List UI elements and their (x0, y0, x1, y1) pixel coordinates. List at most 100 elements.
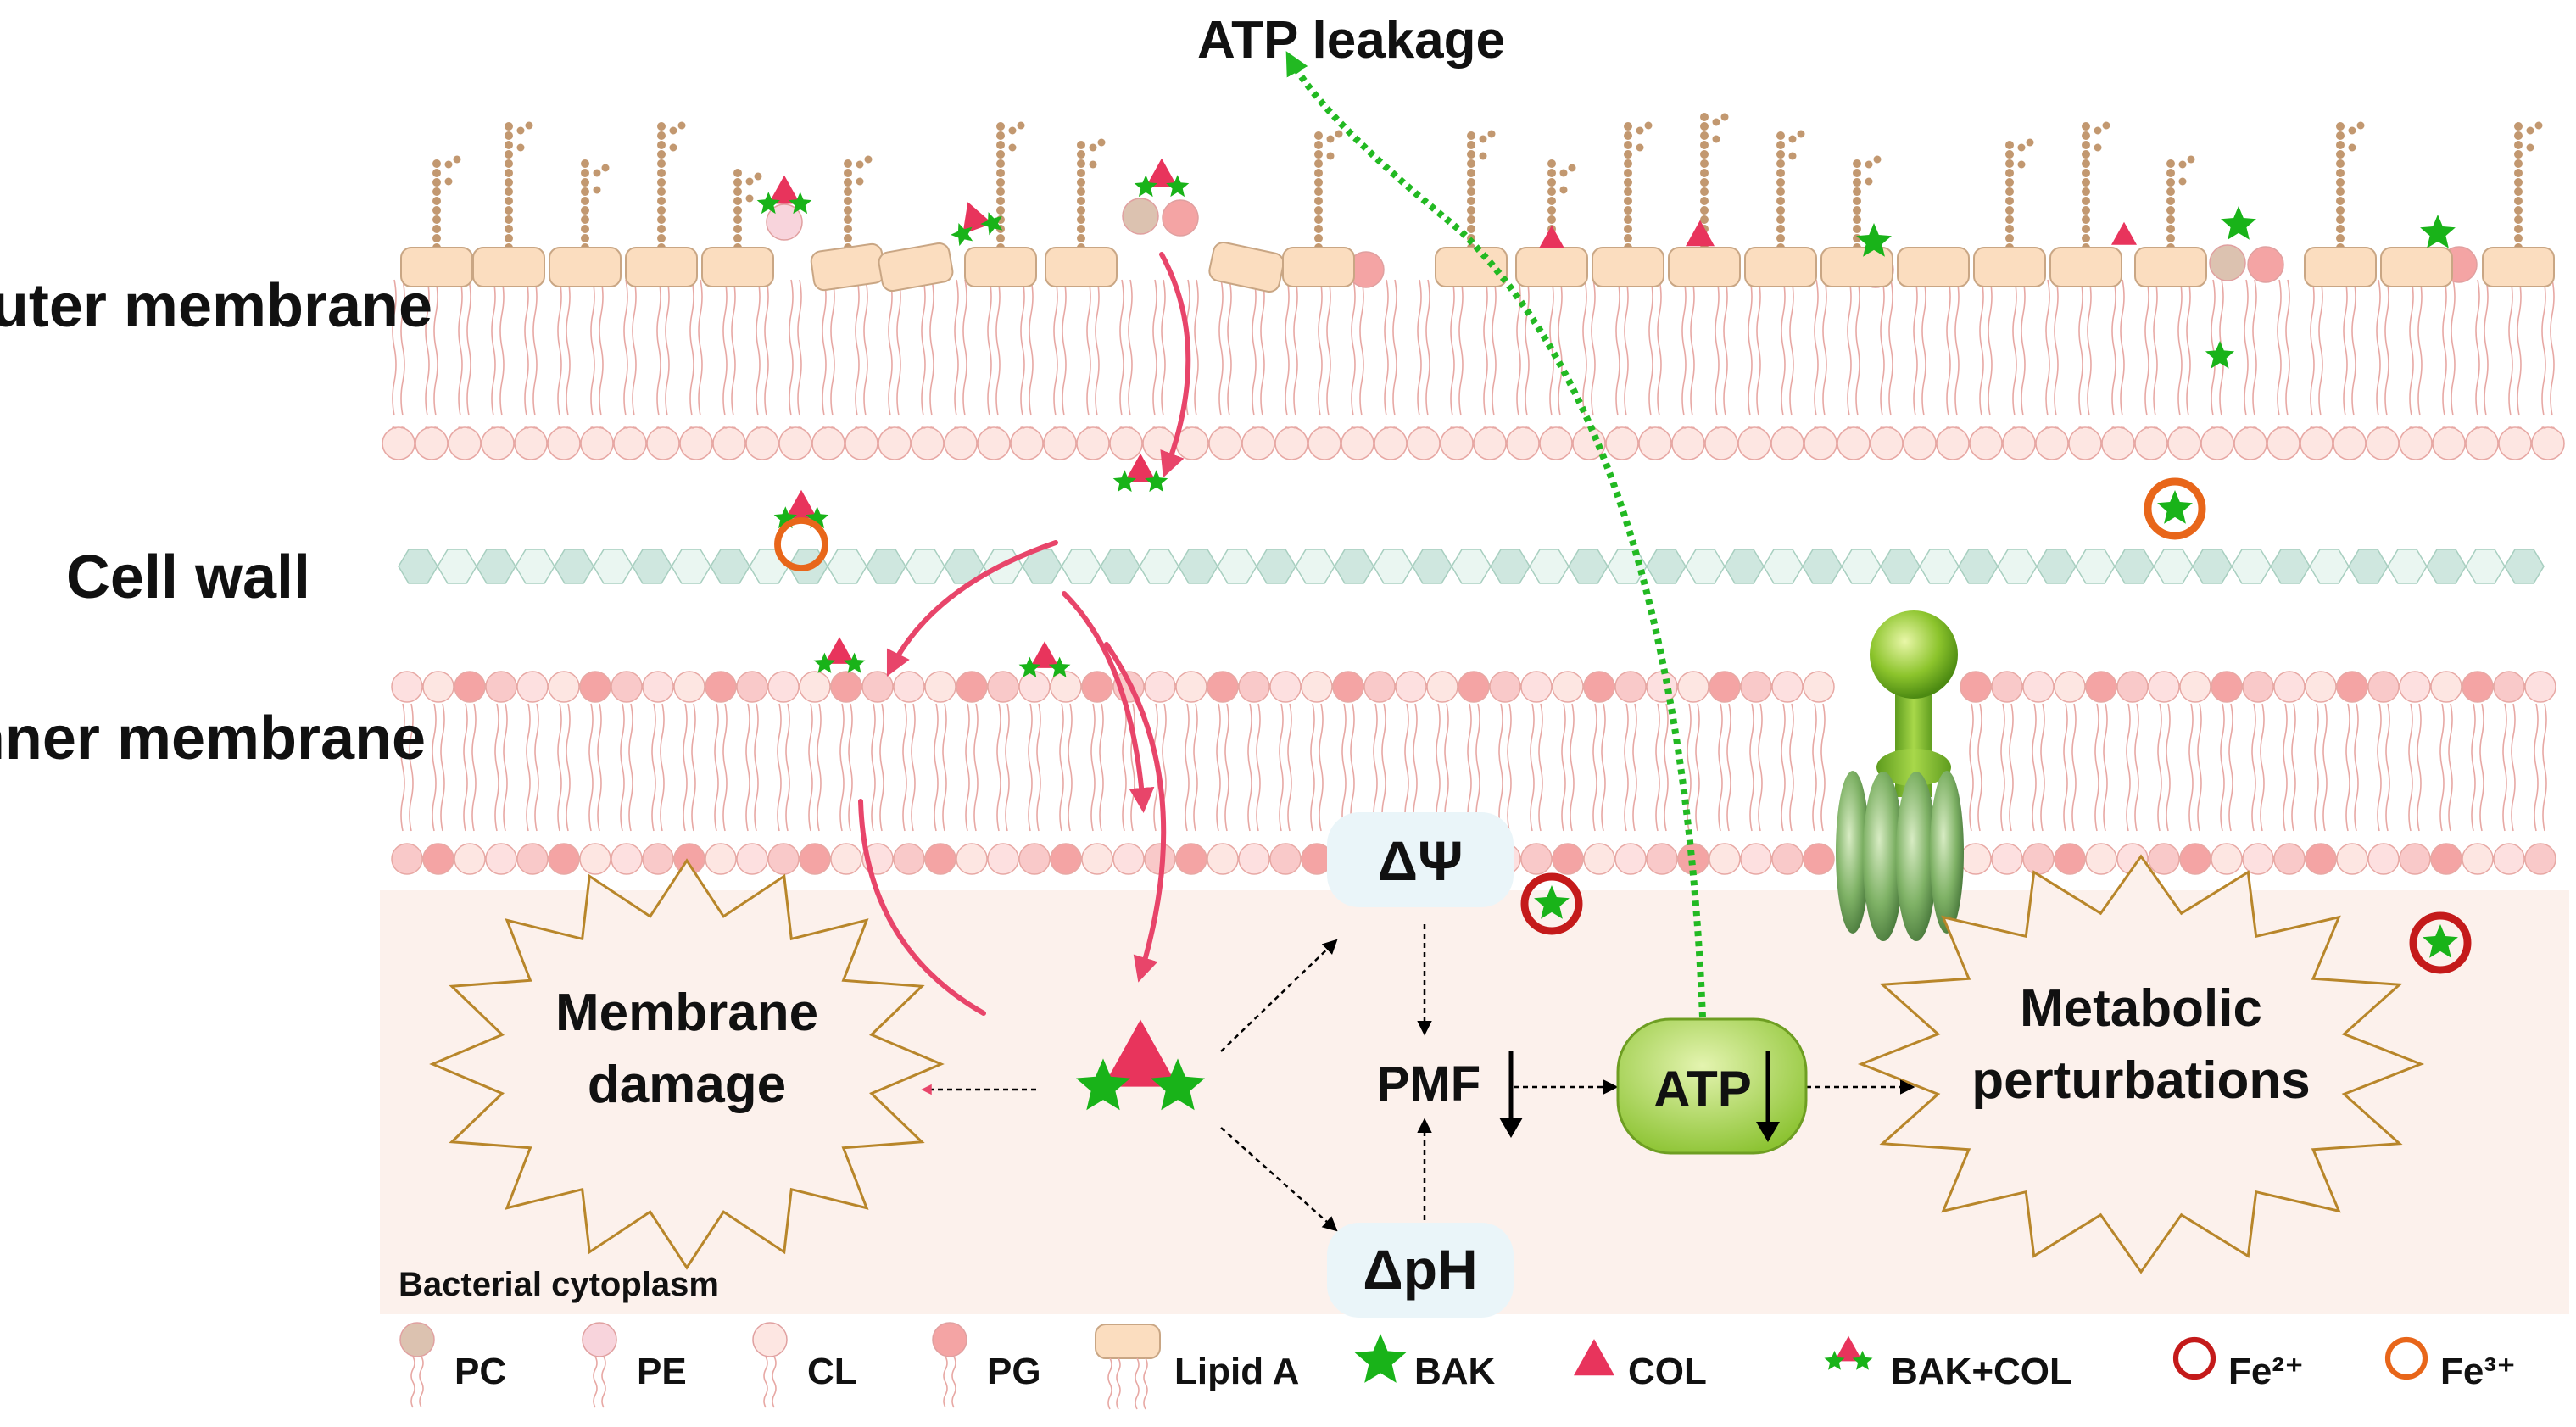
lps-chains (432, 113, 2543, 252)
bak-star-icon (1852, 1350, 1873, 1370)
bak-star-icon (2420, 215, 2456, 248)
legend-label: BAK (1414, 1351, 1496, 1392)
legend-item: COL (1574, 1339, 1707, 1392)
legend-label: PG (987, 1351, 1041, 1392)
atp-leakage-arrow (1285, 51, 1706, 1018)
bak-star-icon (2157, 490, 2193, 524)
fe3-ring-icon (2144, 477, 2206, 540)
legend-item: PE (582, 1322, 687, 1408)
cell-wall-label: Cell wall (66, 543, 310, 611)
bak-star-icon (843, 652, 866, 673)
ph-box (1327, 1223, 1514, 1318)
pathway-arrows (921, 924, 1915, 1232)
legend-label: Fe³⁺ (2440, 1351, 2516, 1392)
membrane-damage-label-2: damage (588, 1056, 786, 1114)
bak-star-icon (1534, 885, 1570, 919)
atp-leakage-title: ATP leakage (1197, 11, 1505, 70)
bak-star-icon (1151, 1058, 1205, 1111)
col-triangle-icon (962, 202, 993, 235)
bak-col-complex-icon (951, 202, 1003, 247)
ph-label: ΔpH (1363, 1238, 1477, 1301)
fe2-ring-icon (2409, 911, 2472, 974)
col-triangle-icon (1103, 1019, 1178, 1087)
bak-col-complex-icon (1018, 641, 1071, 677)
legend-label: Fe²⁺ (2228, 1351, 2304, 1392)
inner-membrane (391, 671, 2556, 875)
atp-label: ATP (1653, 1061, 1752, 1118)
metabolic-label-1: Metabolic (2020, 979, 2262, 1038)
star-icon (1354, 1334, 1407, 1383)
outer-membrane (382, 198, 2565, 460)
col-triangle-icon (1124, 453, 1157, 482)
cytoplasm-label: Bacterial cytoplasm (399, 1266, 719, 1303)
bak-col-complex-icon (756, 175, 812, 215)
legend-item: CL (752, 1322, 857, 1408)
bak-star-icon (2221, 206, 2256, 240)
inner-membrane-label: Inner membrane (0, 705, 426, 772)
membrane-damage-burst (429, 858, 945, 1270)
col-triangle-icon (2111, 221, 2137, 245)
bak-star-icon (789, 192, 812, 215)
bak-star-icon (1018, 656, 1041, 677)
bak-star-icon (1856, 223, 1892, 257)
legend-label: PC (454, 1351, 506, 1392)
bak-col-complex-icon (1076, 1019, 1205, 1111)
fe2-ring-icon (1520, 872, 1583, 935)
bak-col-complex-icon (1134, 158, 1190, 198)
bak-star-icon (813, 652, 836, 673)
bak-star-icon (951, 222, 973, 247)
bak-star-icon (756, 192, 780, 215)
membrane-damage-label-1: Membrane (555, 984, 818, 1042)
bak-star-icon (1824, 1350, 1845, 1370)
legend-item: Fe³⁺ (2384, 1336, 2516, 1392)
bak-star-icon (1048, 656, 1071, 677)
bak-star-icon (1112, 470, 1136, 493)
psi-label: ΔΨ (1378, 829, 1464, 892)
col-triangle-icon (785, 489, 817, 519)
metabolic-label-2: perturbations (1971, 1051, 2311, 1110)
lipid-a-icon (1095, 1324, 1161, 1359)
metabolic-burst (1857, 854, 2425, 1274)
bak-star-icon (2205, 341, 2235, 369)
col-triangle-icon (1146, 158, 1178, 187)
col-triangle-icon (1834, 1335, 1863, 1362)
legend-item: Fe²⁺ (2172, 1336, 2304, 1392)
legend-item: BAK (1354, 1334, 1496, 1392)
bak-star-icon (2423, 924, 2458, 958)
complex-transit-arrows (858, 252, 1191, 1016)
cl-lipid-icon (752, 1322, 788, 1357)
col-triangle-icon (824, 637, 855, 664)
ring-icon (2384, 1336, 2428, 1380)
legend-item: BAK+COL (1824, 1335, 2072, 1392)
bak-star-icon (1076, 1058, 1130, 1111)
legend-item: PC (399, 1322, 506, 1408)
fe3-ring-icon (774, 517, 828, 571)
cell-wall (398, 549, 2545, 584)
psi-box (1327, 812, 1514, 907)
col-triangle-icon (1686, 220, 1715, 247)
bak-col-complex-icon (1824, 1335, 1873, 1370)
bak-star-icon (1145, 470, 1168, 493)
legend-label: Lipid A (1174, 1351, 1299, 1392)
pc-lipid-icon (399, 1322, 435, 1357)
col-triangle-icon (1539, 225, 1564, 248)
legend-item: Lipid A (1095, 1324, 1299, 1410)
decrease-arrows (1499, 1051, 1780, 1142)
pe-lipid-icon (582, 1322, 617, 1357)
bak-col-complex-icon (1112, 453, 1168, 493)
legend: PC PE CL PG Lipid A BAK COL BAK+COL Fe²⁺ Fe³⁺ (399, 1322, 2516, 1410)
drug-markers (756, 158, 2472, 1111)
bak-star-icon (980, 212, 1003, 236)
bak-star-icon (1134, 175, 1157, 198)
legend-label: BAK+COL (1891, 1351, 2072, 1392)
legend-item: PG (932, 1322, 1041, 1408)
pg-lipid-icon (932, 1322, 967, 1357)
atp-synthase-icon (1836, 610, 1964, 941)
outer-membrane-label: Outer membrane (0, 272, 432, 340)
col-triangle-icon (1029, 641, 1060, 668)
col-triangle-icon (768, 175, 800, 204)
ring-icon (2172, 1336, 2216, 1380)
bak-star-icon (1166, 175, 1190, 198)
